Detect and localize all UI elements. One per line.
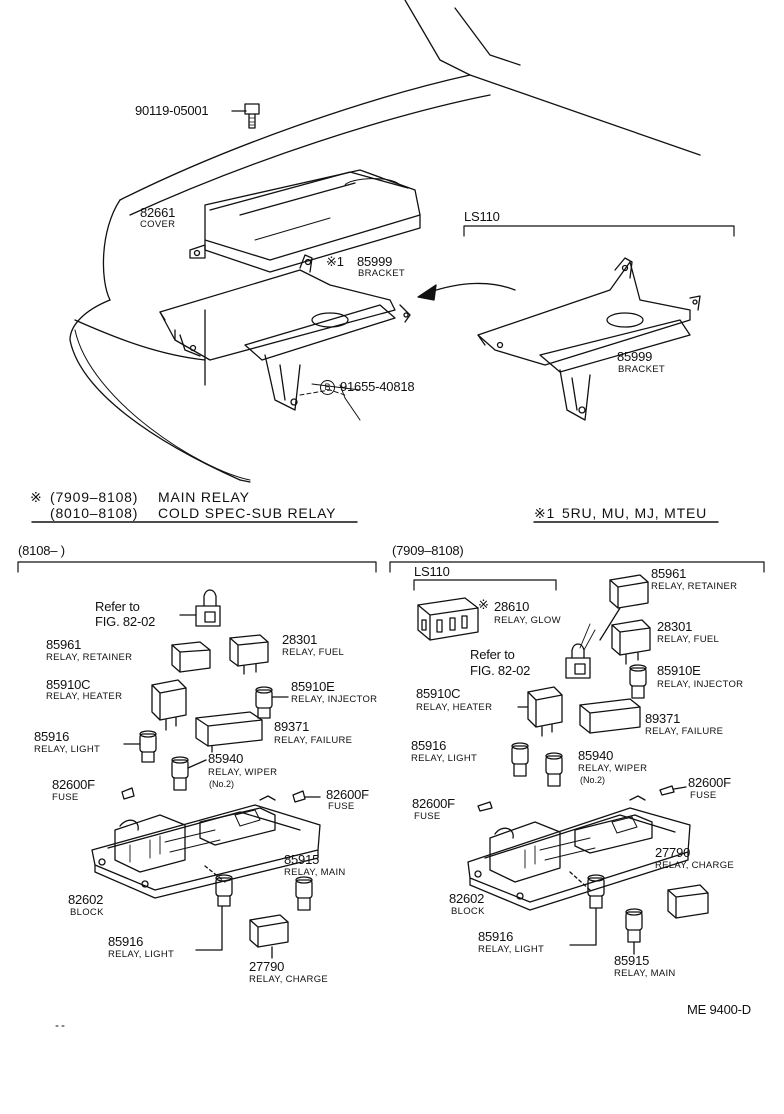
right-85910e-number: 85910E — [657, 663, 701, 678]
right-fuse1-desc: FUSE — [690, 790, 717, 801]
ls110-top-label: LS110 — [464, 209, 500, 224]
right-ls110-bracket — [413, 579, 557, 591]
right-block-desc: BLOCK — [451, 906, 485, 917]
bracket2-desc: BRACKET — [618, 364, 665, 375]
left-block-desc: BLOCK — [70, 907, 104, 918]
bracket-ls110-drawing — [477, 257, 701, 421]
left-85910e-number: 85910E — [291, 679, 335, 694]
bracket1-number: 85999 — [357, 254, 393, 269]
right-85910c-desc: RELAY, HEATER — [416, 702, 493, 713]
bracket1-mark: ※1 — [326, 254, 344, 269]
right-range-label: (7909–8108) — [392, 543, 464, 558]
right-85916a-number: 85916 — [411, 738, 447, 753]
left-85915-number: 85915 — [284, 852, 320, 867]
right-refer-line2: FIG. 82-02 — [470, 663, 531, 678]
right-85961-desc: RELAY, RETAINER — [651, 581, 738, 592]
left-refer-line1: Refer to — [95, 599, 140, 614]
note3-text: 5RU, MU, MJ, MTEU — [562, 505, 708, 521]
cover-82661-desc: COVER — [140, 219, 176, 230]
left-range-bracket — [17, 561, 377, 573]
bracket2-number: 85999 — [617, 349, 653, 364]
left-fuse2-desc: FUSE — [328, 801, 355, 812]
left-85940-desc: RELAY, WIPER — [208, 767, 278, 778]
right-27790-number: 27790 — [655, 845, 691, 860]
left-85915-desc: RELAY, MAIN — [284, 867, 346, 878]
right-28610-number: 28610 — [494, 599, 530, 614]
right-85916b-desc: RELAY, LIGHT — [478, 944, 545, 955]
cover-82661-number: 82661 — [140, 205, 176, 220]
right-89371-desc: RELAY, FAILURE — [645, 726, 724, 737]
left-85916a-number: 85916 — [34, 729, 70, 744]
right-85915-number: 85915 — [614, 953, 650, 968]
right-28610-mark: ※ — [478, 597, 489, 612]
right-85940-note: (No.2) — [580, 775, 606, 785]
bracket1-desc: BRACKET — [358, 268, 405, 279]
right-85910e-desc: RELAY, INJECTOR — [657, 679, 744, 690]
left-fuse2-number: 82600F — [326, 787, 369, 802]
right-85940-desc: RELAY, WIPER — [578, 763, 648, 774]
move-arrow — [417, 282, 516, 301]
left-85916a-desc: RELAY, LIGHT — [34, 744, 101, 755]
left-85916b-desc: RELAY, LIGHT — [108, 949, 175, 960]
left-85910c-desc: RELAY, HEATER — [46, 691, 123, 702]
right-ls110-label: LS110 — [414, 564, 450, 579]
ls110-top-bracket-line — [463, 225, 735, 237]
note1-text: MAIN RELAY — [158, 489, 250, 505]
left-28301-desc: RELAY, FUEL — [282, 647, 345, 658]
figure-code: ME 9400-D — [687, 1002, 751, 1017]
left-27790-desc: RELAY, CHARGE — [249, 974, 329, 985]
note2-text: COLD SPEC-SUB RELAY — [158, 505, 337, 521]
right-fuse1-number: 82600F — [688, 775, 731, 790]
right-fuse2-desc: FUSE — [414, 811, 441, 822]
left-range-label: (8108– ) — [18, 543, 65, 558]
cover-82661-drawing — [189, 169, 421, 273]
right-28301-number: 28301 — [657, 619, 693, 634]
left-89371-number: 89371 — [274, 719, 310, 734]
right-85916a-desc: RELAY, LIGHT — [411, 753, 478, 764]
left-85910c-number: 85910C — [46, 677, 91, 692]
bolt2-circle-mark: B — [320, 380, 335, 395]
left-85940-number: 85940 — [208, 751, 244, 766]
note2-range: (8010–8108) — [50, 505, 139, 521]
bolt2-label: 91655-40818 — [340, 379, 415, 394]
right-refer-line1: Refer to — [470, 647, 515, 662]
left-28301-number: 28301 — [282, 632, 318, 647]
left-85916b-number: 85916 — [108, 934, 144, 949]
vehicle-body-outline — [69, 0, 701, 483]
left-85910e-desc: RELAY, INJECTOR — [291, 694, 378, 705]
left-parts-drawing — [91, 589, 321, 959]
right-85916b-number: 85916 — [478, 929, 514, 944]
left-refer-line2: FIG. 82-02 — [95, 614, 156, 629]
right-28610-desc: RELAY, GLOW — [494, 615, 561, 626]
right-fuse2-number: 82600F — [412, 796, 455, 811]
left-89371-desc: RELAY, FAILURE — [274, 735, 353, 746]
right-28301-desc: RELAY, FUEL — [657, 634, 720, 645]
left-85940-note: (No.2) — [209, 779, 235, 789]
note3-mark: ※1 — [534, 505, 556, 521]
note1-range: (7909–8108) — [50, 489, 139, 505]
left-85961-number: 85961 — [46, 637, 82, 652]
left-27790-number: 27790 — [249, 959, 285, 974]
right-range-bracket — [389, 561, 765, 573]
left-85961-desc: RELAY, RETAINER — [46, 652, 133, 663]
right-85961-number: 85961 — [651, 566, 687, 581]
right-89371-number: 89371 — [645, 711, 681, 726]
right-27790-desc: RELAY, CHARGE — [655, 860, 735, 871]
bolt-90119-label: 90119-05001 — [135, 103, 209, 118]
right-block-number: 82602 — [449, 891, 485, 906]
right-85940-number: 85940 — [578, 748, 614, 763]
bolt-90119-drawing — [231, 103, 260, 129]
left-fuse1-number: 82600F — [52, 777, 95, 792]
right-85910c-number: 85910C — [416, 686, 461, 701]
note1-mark: ※ — [30, 489, 43, 505]
right-parts-drawing — [417, 574, 709, 955]
bracket-installed-drawing — [159, 254, 411, 411]
right-85915-desc: RELAY, MAIN — [614, 968, 676, 979]
left-fuse1-desc: FUSE — [52, 792, 79, 803]
left-block-number: 82602 — [68, 892, 104, 907]
